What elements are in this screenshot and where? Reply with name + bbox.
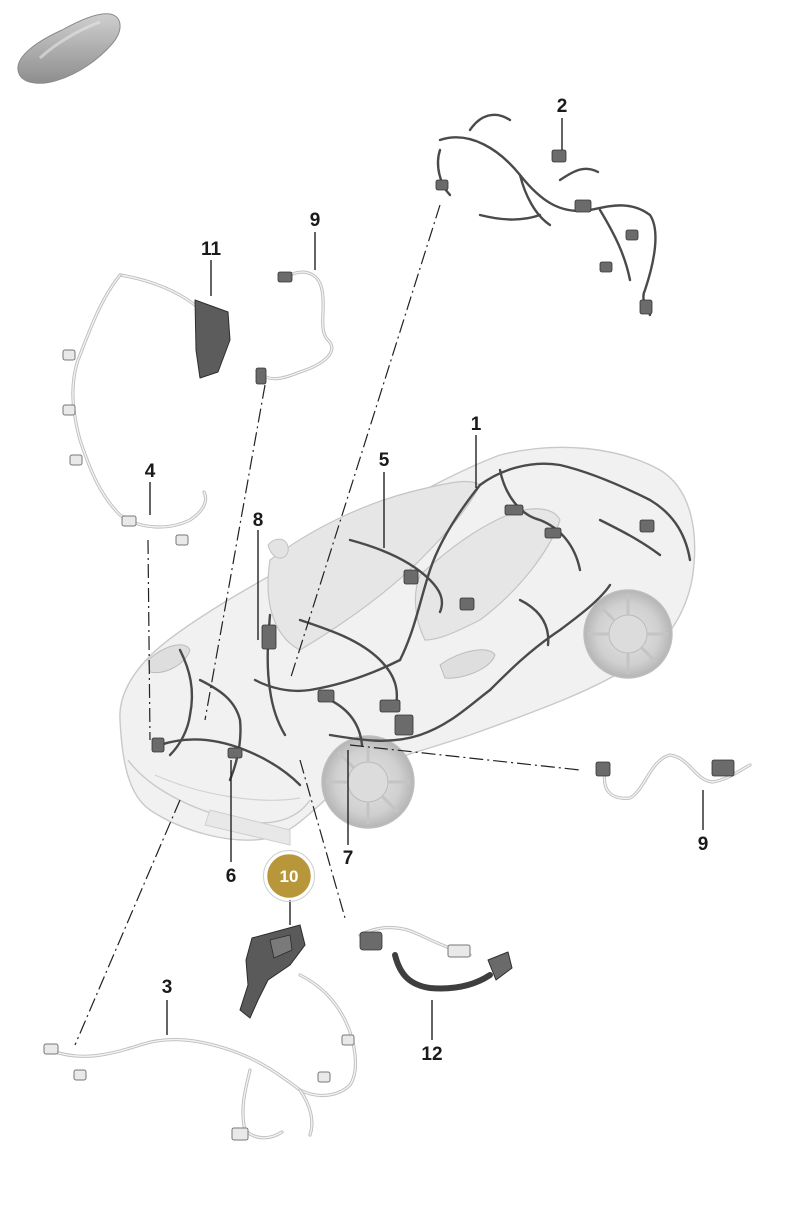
callout-11[interactable]: 11 xyxy=(201,239,222,260)
harness-11 xyxy=(118,273,231,379)
car-silhouette-icon[interactable] xyxy=(17,13,121,84)
callout-9-right[interactable]: 9 xyxy=(698,834,709,855)
harness-12 xyxy=(358,925,513,992)
leader-lines xyxy=(149,118,704,1040)
bracket-10 xyxy=(239,924,306,1019)
callout-10-highlight[interactable]: 10 xyxy=(263,850,315,902)
callout-8[interactable]: 8 xyxy=(253,510,264,531)
harness-9-top xyxy=(255,270,334,385)
callout-3[interactable]: 3 xyxy=(162,977,173,998)
callout-7[interactable]: 7 xyxy=(343,848,354,869)
harness-4 xyxy=(62,273,208,546)
callouts: 1 2 3 4 5 6 7 8 9 9 11 12 xyxy=(145,96,709,1065)
harness-9-right xyxy=(595,753,752,800)
callout-10[interactable]: 10 xyxy=(280,867,299,886)
callout-6[interactable]: 6 xyxy=(226,866,237,887)
harness-2 xyxy=(435,113,657,317)
callout-2[interactable]: 2 xyxy=(557,96,568,117)
callout-4[interactable]: 4 xyxy=(145,461,156,482)
callout-12[interactable]: 12 xyxy=(421,1044,442,1065)
callout-1[interactable]: 1 xyxy=(471,414,482,435)
callout-9-top[interactable]: 9 xyxy=(310,210,321,231)
dash-dot-links xyxy=(74,204,581,1046)
vehicle-harness xyxy=(151,462,692,787)
harness-3 xyxy=(43,973,357,1141)
callout-5[interactable]: 5 xyxy=(379,450,390,471)
